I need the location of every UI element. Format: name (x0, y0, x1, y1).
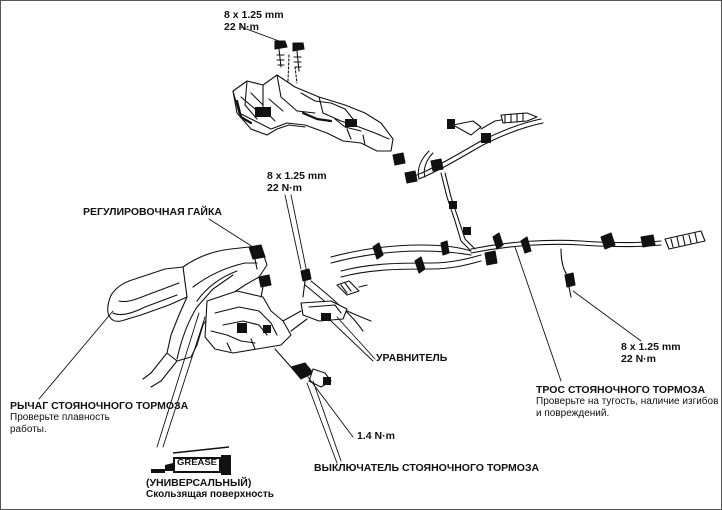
lever-label: РЫЧАГ СТОЯНОЧНОГО ТОРМОЗА Проверьте плав… (10, 400, 188, 436)
torque-label-right: 8 x 1.25 mm 22 N·m (621, 341, 681, 365)
lever-title: РЫЧАГ СТОЯНОЧНОГО ТОРМОЗА (10, 400, 189, 412)
adjusting-nut-label: РЕГУЛИРОВОЧНАЯ ГАЙКА (83, 206, 222, 218)
switch-torque-label: 1.4 N·m (357, 430, 395, 442)
equalizer (282, 300, 372, 332)
parking-brake-lever (107, 246, 292, 388)
cable-bracket-assembly (232, 74, 394, 152)
grease-label: (УНИВЕРСАЛЬНЫЙ) Скользящая поверхность (146, 477, 274, 501)
torque-right-size: 8 x 1.25 mm (621, 341, 681, 353)
cable-upper (416, 112, 544, 252)
torque-mid-size: 8 x 1.25 mm (267, 170, 327, 182)
cable-note-line1: Проверьте на тугость, наличие изгибов (536, 396, 719, 407)
switch-label: ВЫКЛЮЧАТЕЛЬ СТОЯНОЧНОГО ТОРМОЗА (314, 462, 540, 474)
torque-top-size: 8 x 1.25 mm (224, 9, 284, 21)
grease-icon-text: GREASE (177, 458, 218, 467)
lever-note-line1: Проверьте плавность (10, 412, 110, 423)
torque-label-mid: 8 x 1.25 mm 22 N·m (267, 170, 327, 194)
torque-mid-value: 22 N·m (267, 182, 303, 194)
parking-brake-switch (274, 348, 332, 388)
bolt-top-left (274, 40, 288, 68)
torque-top-value: 22 N·m (224, 21, 260, 33)
torque-right-value: 22 N·m (621, 353, 657, 365)
cable-label: ТРОС СТОЯНОЧНОГО ТОРМОЗА Проверьте на ту… (536, 384, 718, 420)
parking-brake-cable (470, 230, 706, 298)
torque-label-top: 8 x 1.25 mm 22 N·m (224, 9, 284, 33)
lever-note-line2: работы. (10, 424, 47, 435)
cable-title: ТРОС СТОЯНОЧНОГО ТОРМОЗА (536, 384, 706, 396)
grease-note: Скользящая поверхность (146, 489, 274, 500)
cable-note-line2: и повреждений. (536, 408, 610, 419)
grease-gun-icon (151, 446, 231, 475)
bolt-top-right (292, 42, 305, 72)
leader-lines (38, 26, 642, 464)
bolt-mid (300, 268, 312, 298)
equalizer-label: УРАВНИТЕЛЬ (376, 352, 448, 364)
cable-lower (330, 240, 498, 296)
adjusting-nut (248, 244, 266, 270)
grease-type: (УНИВЕРСАЛЬНЫЙ) (146, 477, 252, 489)
